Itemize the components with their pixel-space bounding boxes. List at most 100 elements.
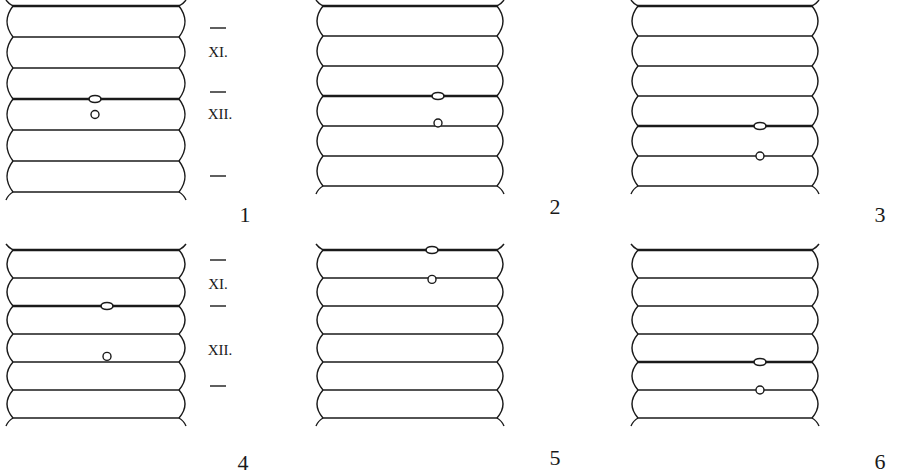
pore-ellipse (754, 123, 766, 130)
segment-number-holder: XII. (208, 105, 233, 123)
segment-edge (316, 244, 323, 250)
segment-line (322, 417, 498, 418)
segment-edge (812, 66, 818, 96)
segment-edge (812, 250, 818, 278)
segment-edge (317, 66, 323, 96)
segment-edge (7, 68, 13, 99)
segment-edge (7, 161, 13, 192)
segment-line (322, 185, 498, 186)
segment-edge (179, 6, 185, 37)
segment-number: XI. (208, 44, 228, 60)
segment-line (322, 5, 498, 7)
pore-circle (756, 386, 764, 394)
segment-number: XII. (208, 106, 233, 122)
worm-segments (6, 244, 186, 426)
segment-edge (7, 250, 13, 278)
pore-ellipse (432, 93, 444, 100)
figure-number-holder: 4 (238, 450, 249, 475)
segment-line (637, 249, 813, 251)
segment-line (637, 417, 813, 418)
segment-line (322, 125, 498, 126)
segment-edge (812, 390, 818, 418)
segment-edge (179, 68, 185, 99)
segment-number: XII. (208, 342, 233, 358)
segment-number-holder: XII. (208, 341, 233, 359)
segment-edge (632, 334, 638, 362)
segment-edge (631, 186, 638, 194)
worm-segments (316, 244, 504, 426)
pore-ellipse (101, 303, 113, 310)
pore-circle (428, 275, 436, 283)
segment-edge (632, 66, 638, 96)
segment-edge (317, 334, 323, 362)
segment-line (12, 277, 180, 278)
segment-line (322, 65, 498, 66)
segment-edge (179, 250, 185, 278)
segment-edge (317, 278, 323, 306)
segment-edge (631, 244, 638, 250)
figure-number: 1 (240, 202, 251, 227)
segment-edge (179, 362, 185, 390)
segment-line (637, 361, 813, 363)
segment-edge (497, 6, 503, 36)
segment-bracket-dash (210, 385, 226, 386)
segment-edge (497, 418, 504, 426)
segment-line (637, 155, 813, 156)
segment-edge (316, 418, 323, 426)
segment-line (637, 95, 813, 96)
segment-line (12, 36, 180, 37)
segment-edge (631, 418, 638, 426)
segment-edge (7, 37, 13, 68)
segment-edge (812, 334, 818, 362)
segment-number: XI. (208, 276, 228, 292)
figure-number-holder: 6 (875, 449, 886, 475)
pore-circle (91, 111, 99, 119)
segment-line (12, 249, 180, 251)
segment-edge (812, 362, 818, 390)
figure-number-holder: 2 (550, 194, 561, 220)
segment-edge (317, 362, 323, 390)
segment-line (12, 333, 180, 334)
segment-edge (7, 362, 13, 390)
worm-segments (316, 0, 504, 194)
figure-number-holder: 3 (875, 202, 886, 228)
segment-line (12, 129, 180, 130)
segment-edge (812, 278, 818, 306)
segment-number-holder: XI. (208, 275, 228, 293)
segment-edge (179, 161, 185, 192)
segment-line (637, 35, 813, 36)
segment-line (637, 5, 813, 7)
segment-edge (316, 186, 323, 194)
segment-edge (6, 192, 13, 200)
segment-edge (179, 0, 186, 6)
pore-circle (434, 119, 442, 127)
segment-edge (812, 36, 818, 66)
segment-edge (632, 278, 638, 306)
segment-line (637, 185, 813, 186)
segment-line (637, 125, 813, 127)
segment-edge (7, 306, 13, 334)
segment-line (322, 155, 498, 156)
segment-edge (812, 156, 818, 186)
segment-edge (179, 418, 186, 426)
segment-line (322, 389, 498, 390)
figure-number: 5 (550, 445, 561, 470)
segment-line (637, 65, 813, 66)
segment-edge (179, 99, 185, 130)
segment-line (637, 389, 813, 390)
worm-segments (631, 0, 819, 194)
segment-edge (317, 36, 323, 66)
segment-edge (812, 96, 818, 126)
segment-edge (179, 37, 185, 68)
segment-edge (179, 334, 185, 362)
segment-edge (317, 250, 323, 278)
segment-edge (179, 130, 185, 161)
segment-edge (497, 250, 503, 278)
segment-line (322, 35, 498, 36)
segment-bracket-dash (210, 27, 226, 28)
segment-line (322, 305, 498, 306)
segment-edge (632, 96, 638, 126)
figure-number: 3 (875, 202, 886, 227)
segment-edge (631, 0, 638, 6)
